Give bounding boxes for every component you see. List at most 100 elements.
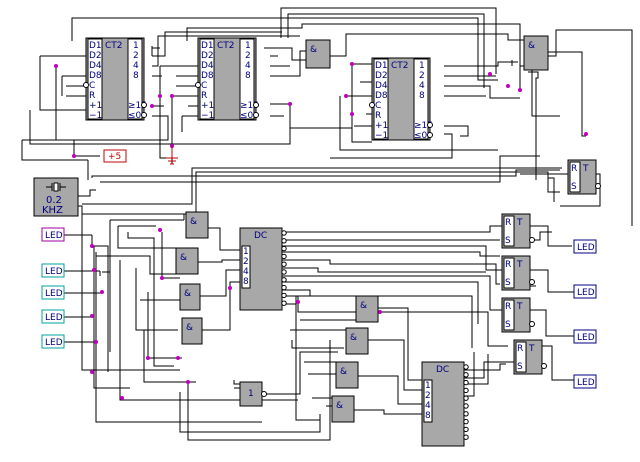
led-indicator: LED: [573, 284, 597, 299]
counter-output-label: 8: [245, 71, 251, 81]
counter-borrow-label: ≤0: [414, 131, 428, 141]
led-indicator: LED: [41, 285, 65, 300]
and-gates: & & & & & & & & & &: [175, 35, 549, 423]
counter-input-label: D8: [89, 71, 102, 81]
generator-frequency: 0.2: [46, 195, 62, 206]
ff-t-label: T: [516, 218, 523, 228]
led-indicator: LED: [573, 239, 597, 254]
counter-input-label: D8: [375, 91, 388, 101]
counter-input-label: D2: [375, 71, 388, 81]
counter-input-label: R: [375, 111, 381, 121]
and-gate: &: [179, 283, 201, 311]
decoder-input-label: 8: [243, 277, 249, 287]
counter-title: CT2: [391, 61, 409, 71]
generator-unit: KHZ: [42, 205, 63, 216]
and-gate-label: &: [528, 41, 535, 51]
counter-input-label: R: [89, 91, 95, 101]
and-gate: &: [335, 361, 359, 389]
ff-t-label: T: [516, 260, 523, 270]
rs-flipflop: RST: [513, 339, 547, 375]
rs-flipflop: RST: [501, 213, 535, 249]
counter-input-label: D1: [89, 41, 102, 51]
counter-input-label: −1: [201, 111, 214, 121]
power-supply: +5: [103, 149, 127, 163]
decoder-title: DC: [436, 365, 449, 375]
and-gate-label: &: [340, 367, 347, 377]
counter-output-label: 1: [419, 61, 425, 71]
and-gate-label: &: [180, 253, 187, 263]
led-label: LED: [577, 243, 595, 253]
ff-s-label: S: [505, 236, 511, 246]
led-label: LED: [45, 338, 63, 348]
decoder-input-label: 8: [425, 411, 431, 421]
and-gate: &: [355, 295, 379, 323]
counter-input-label: C: [375, 101, 381, 111]
counter-input-label: D4: [375, 81, 388, 91]
counter-input-label: −1: [375, 131, 388, 141]
counter-output-label: 8: [419, 91, 425, 101]
counter-output-label: 4: [245, 61, 251, 71]
counter-input-label: D8: [201, 71, 214, 81]
counter-input-label: C: [201, 81, 207, 91]
ff-s-label: S: [517, 362, 523, 372]
and-gate-label: &: [360, 301, 367, 311]
counter-carry-label: ≥15: [240, 101, 259, 111]
decoder-input-label: 4: [425, 401, 431, 411]
and-gate-label: &: [186, 323, 193, 333]
clock-generator: 0.2 KHZ: [33, 177, 79, 217]
ground-icon: [166, 146, 178, 165]
counter-title: CT2: [105, 41, 123, 51]
and-gate-label: &: [190, 217, 197, 227]
and-gate: &: [305, 39, 331, 69]
counter-input-label: C: [89, 81, 95, 91]
junctions: [54, 62, 588, 400]
and-gate-label: &: [184, 289, 191, 299]
counter-output-label: 2: [245, 51, 251, 61]
decoder-input-label: 2: [243, 257, 249, 267]
ff-r-label: R: [505, 260, 511, 270]
decoder-input-label: 2: [425, 391, 431, 401]
counter-output-label: 1: [133, 41, 139, 51]
ff-r-label: R: [505, 218, 511, 228]
and-gate: &: [181, 317, 203, 345]
rs-flipflop: RST: [501, 255, 535, 291]
counter-output-label: 8: [133, 71, 139, 81]
counter-output-label: 4: [133, 61, 139, 71]
led-indicator: LED: [573, 329, 597, 344]
counter-borrow-label: ≤0: [240, 111, 254, 121]
and-gate: &: [331, 395, 355, 423]
led-label: LED: [45, 289, 63, 299]
counter-input-label: −1: [89, 111, 102, 121]
decoder-title: DC: [254, 231, 267, 241]
led-label: LED: [577, 378, 595, 388]
and-gate: &: [185, 211, 209, 239]
led-indicator: LED: [573, 374, 597, 389]
counter-input-label: R: [201, 91, 207, 101]
power-label: +5: [108, 152, 121, 162]
ff-s-label: S: [505, 320, 511, 330]
led-label: LED: [577, 288, 595, 298]
rs-flipflop: RST: [501, 297, 535, 333]
led-indicator: LED: [41, 263, 65, 278]
counter-title: CT2: [217, 41, 235, 51]
and-gate: &: [523, 35, 549, 71]
ff-s-label: S: [505, 278, 511, 288]
rs-flipflop: RST: [567, 159, 601, 195]
and-gate-label: &: [350, 333, 357, 343]
counter-input-label: D1: [375, 61, 388, 71]
decoder-input-label: 1: [425, 381, 431, 391]
ff-s-label: S: [571, 182, 577, 192]
led-label: LED: [45, 231, 63, 241]
ff-r-label: R: [505, 302, 511, 312]
counter-input-label: +1: [89, 101, 102, 111]
counter-carry-label: ≥15: [128, 101, 147, 111]
